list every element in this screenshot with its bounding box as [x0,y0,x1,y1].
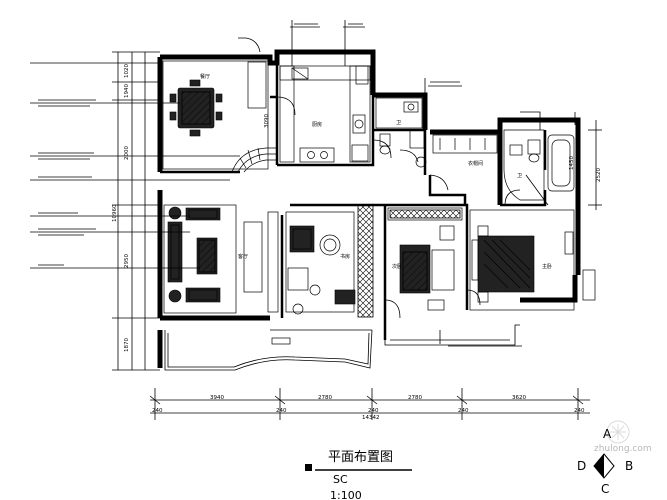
dim-bottom-8: 3620 [512,395,526,401]
watermark-site: zhulong.com [594,444,652,454]
room-label-bath-en-suite: 卫 [517,173,522,179]
watermark-logo: zhulong.com A B C D [577,420,652,496]
left-annotations [30,99,240,269]
drawing-title: 平面布置图 [328,450,393,465]
dining-area: 餐厅 [162,37,269,170]
drawing-scale: 1:100 [330,489,362,500]
side-table [168,206,182,220]
room-label-bath-main: 卫 [396,120,401,126]
bathtub [547,134,575,192]
room-label-bedroom-2: 次卧 [392,263,402,270]
toilet [379,133,391,147]
compass-letter-a: A [603,427,612,441]
second-bedroom: 次卧 [387,207,463,311]
dim-kitchen: 3090 [264,114,270,128]
tv-cabinet [243,221,263,293]
dining-chair [169,93,177,103]
armchair-top [185,207,221,221]
dressing-corridor: 衣帽间 [415,134,498,191]
dim-left-total: 10960 [112,204,118,222]
compass-letter-b: B [625,459,633,473]
sofa-long [167,221,183,283]
top-annotations [290,20,576,130]
washbasin [403,101,419,113]
dining-chair [169,111,177,121]
sofa-bottom [185,287,221,303]
room-label-dining: 餐厅 [200,73,210,80]
dim-bottom-6: 2780 [408,395,422,401]
right-dimensions: 2520 3090 1450 [264,114,602,210]
dining-chair [215,93,223,103]
dim-left-3: 2000 [124,146,130,160]
toilet-en-suite [527,139,541,155]
compass-letter-c: C [601,482,609,496]
dim-bath: 1450 [569,156,575,170]
lounge-chair [289,225,315,253]
drawing-code: SC [333,473,348,486]
door-swings [271,96,521,345]
dim-left-1: 1020 [124,64,130,78]
sink [352,114,366,134]
room-label-kitchen: 厨房 [312,121,322,128]
room-label-dressing: 衣帽间 [468,160,483,167]
dim-bottom-1: 240 [152,408,163,414]
room-label-master: 主卧 [542,263,552,270]
dim-bottom-5: 240 [368,408,379,414]
kitchen: 厨房 [279,65,371,163]
refrigerator [291,67,309,80]
title-marker [305,464,312,471]
balcony [164,324,520,371]
dim-bottom-9: 240 [574,408,585,414]
compass-icon [593,453,615,479]
dim-bottom-4: 2780 [318,395,332,401]
master-bedroom: 主卧 [469,209,596,311]
dim-bottom-7: 240 [458,408,469,414]
dim-right: 2520 [596,168,602,182]
room-label-living: 客厅 [238,253,248,260]
desk-chair [334,289,356,305]
living-room: 客厅 [163,204,279,314]
dining-chair [189,129,201,137]
dim-left-2: 1940 [124,84,130,98]
room-label-study: 书房 [340,253,350,260]
wardrobe [389,209,461,219]
round-table [319,234,341,256]
dining-chair [189,79,201,87]
left-dimensions: 1020 1940 2000 10960 2950 1870 [30,51,160,371]
tv-unit [564,231,574,255]
bookshelf [357,204,374,318]
main-bathroom: 卫 [375,97,425,163]
dim-bottom-3: 240 [276,408,287,414]
dim-bottom-2: 3940 [210,395,224,401]
dim-bottom-total: 14342 [362,415,380,421]
dim-left-5: 1870 [124,338,130,352]
bottom-dimensions: 240 3940 240 2780 240 2780 240 3620 240 … [149,388,590,421]
dining-chair [215,111,223,121]
title-block: 平面布置图 SC 1:100 [305,450,412,500]
curved-threshold [231,147,277,173]
en-suite-bathroom: 卫 [503,129,575,206]
bottom-note [439,330,522,347]
dim-left-4: 2950 [124,254,130,268]
study: 书房 [285,204,374,318]
watermark-emblem [606,420,630,444]
compass-letter-d: D [577,459,586,473]
